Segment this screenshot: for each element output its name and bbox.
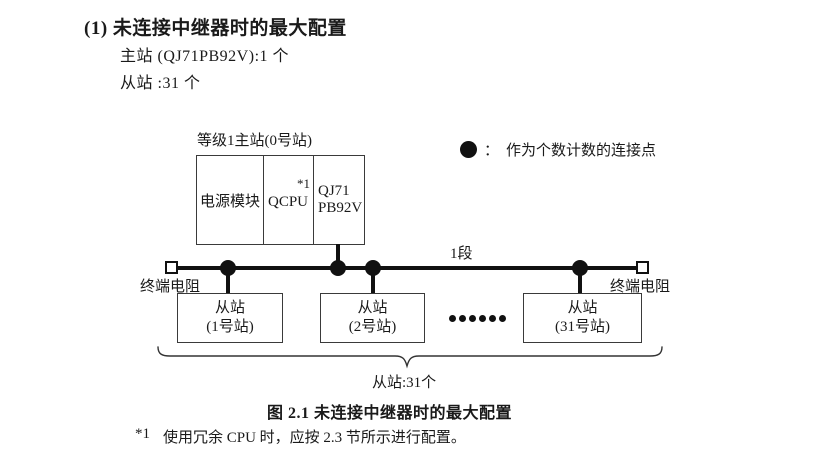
slave-1-label-line2: (1号站) (206, 319, 254, 335)
slave-31-label-line1: 从站 (567, 300, 598, 316)
figure-caption: 图 2.1 未连接中继器时的最大配置 (267, 405, 513, 422)
legend: ： 作为个数计数的连接点 (460, 139, 656, 160)
cpu-module-label: QCPU (268, 194, 309, 210)
terminating-resistor-left-label: 终端电阻 (140, 279, 201, 295)
bus-segment-line (178, 266, 636, 270)
slave-count-line: 从站 :31 个 (120, 75, 201, 92)
slave31-drop-line (578, 268, 582, 294)
slave2-drop-line (371, 268, 375, 294)
slave1-drop-line (226, 268, 230, 294)
slave-31-label-line2: (31号站) (555, 319, 610, 335)
slave-station-2-box: 从站 (2号站) (320, 293, 425, 343)
network-module-label-line1: QJ71 (318, 183, 350, 199)
master-station-label: 等级1主站(0号站) (197, 133, 312, 149)
connection-point-icon (460, 141, 477, 158)
master-count-line: 主站 (QJ71PB92V):1 个 (120, 48, 290, 65)
section-heading: (1) 未连接中继器时的最大配置 (84, 18, 347, 39)
network-module-label-line2: PB92V (318, 200, 363, 216)
connection-point-dot-master (330, 260, 346, 276)
footnote-marker: *1 (135, 426, 150, 442)
legend-separator: ： (484, 143, 500, 159)
master-station-box: 电源模块 *1 QCPU QJ71 PB92V (196, 155, 365, 245)
more-slaves-ellipsis-icon (449, 315, 506, 322)
terminating-resistor-right-label: 终端电阻 (610, 279, 671, 295)
cpu-module-cell: *1 QCPU (264, 156, 314, 244)
slaves-group-brace (157, 346, 663, 369)
slave-2-label-line1: 从站 (357, 300, 388, 316)
power-module-label: 电源模块 (199, 193, 260, 210)
power-module-cell: 电源模块 (197, 156, 264, 244)
legend-text: 作为个数计数的连接点 (506, 143, 657, 159)
footnote-text: 使用冗余 CPU 时，应按 2.3 节所示进行配置。 (163, 430, 466, 446)
terminating-resistor-left-icon (165, 261, 178, 274)
slave-2-label-line2: (2号站) (348, 319, 397, 335)
slave-station-31-box: 从站 (31号站) (523, 293, 642, 343)
network-module-cell: QJ71 PB92V (314, 156, 364, 244)
terminating-resistor-right-icon (636, 261, 649, 274)
master-drop-line (336, 244, 340, 268)
cpu-footnote-marker: *1 (297, 176, 310, 191)
slave-1-label-line1: 从站 (214, 300, 245, 316)
segment-label: 1段 (450, 246, 473, 262)
slave-station-1-box: 从站 (1号站) (177, 293, 283, 343)
slaves-total-label: 从站:31个 (372, 375, 437, 391)
